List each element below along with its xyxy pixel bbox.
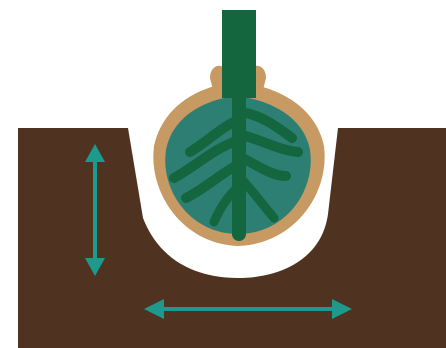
stem bbox=[222, 10, 256, 98]
